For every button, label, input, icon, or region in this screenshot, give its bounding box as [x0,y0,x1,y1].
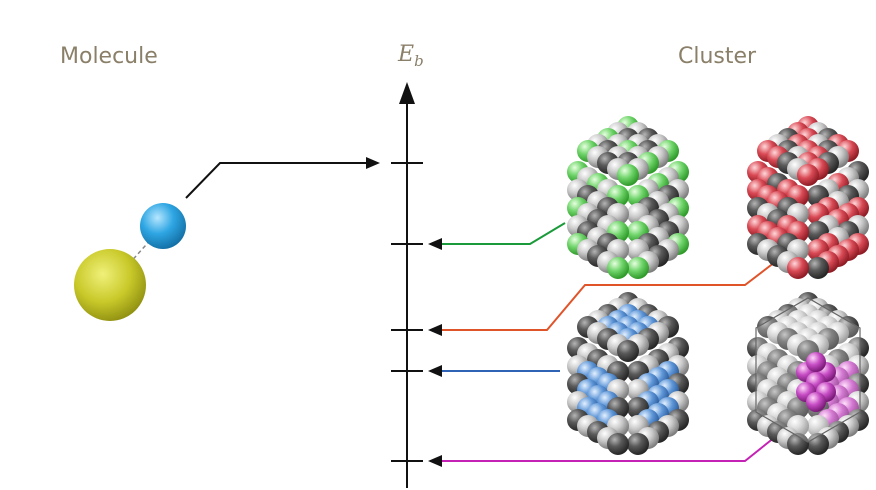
atom [627,433,649,455]
atom [617,164,639,186]
core-atom [806,392,826,412]
arrowhead-magenta-core-cluster [428,455,442,467]
small-cyan-atom [140,203,186,249]
core-atom [806,352,826,372]
atom [787,433,809,455]
diatomic-molecule [74,203,186,321]
connector-molecule [185,162,368,199]
atom [627,257,649,279]
arrowhead-blue-core-cluster [428,365,442,377]
arrowhead-red-dopant-cluster [428,324,442,336]
atom [607,433,629,455]
connector-magenta-core-cluster [440,436,776,462]
level-connectors [185,157,776,467]
connector-green-dopant-cluster [440,222,566,245]
blue-core-cluster [567,292,689,455]
atom [807,433,829,455]
atom [797,164,819,186]
atom [607,257,629,279]
connector-red-dopant-cluster [440,261,776,331]
arrowhead-green-dopant-cluster [428,238,442,250]
magenta-core-cluster [747,292,869,455]
atom [807,257,829,279]
binding-energy-axis-label: Eb [398,42,424,70]
cluster-heading: Cluster [678,44,757,69]
atom [787,257,809,279]
green-dopant-cluster [567,116,689,279]
large-yellow-atom [74,249,146,321]
arrowhead-molecule [366,157,380,169]
molecule-heading: Molecule [60,44,158,69]
red-dopant-cluster [747,116,869,279]
energy-axis-arrowhead [399,82,415,104]
axis-symbol: E [398,42,415,67]
axis-subscript: b [414,52,424,70]
clusters [567,116,869,455]
atom [617,340,639,362]
energy-level-ticks [391,162,423,462]
